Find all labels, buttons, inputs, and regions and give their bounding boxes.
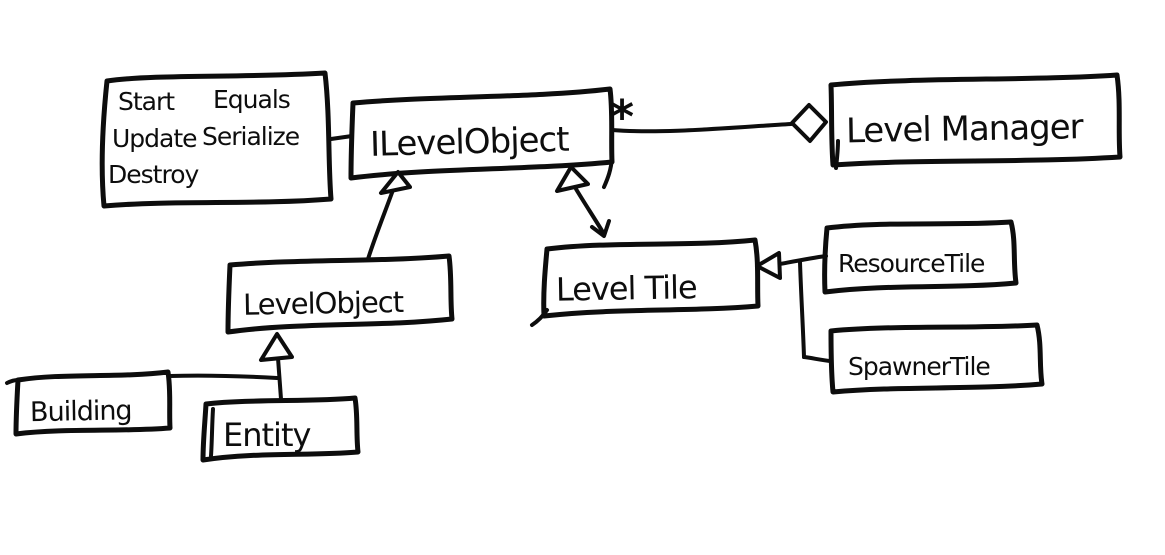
method-label-equals: Equals xyxy=(213,85,290,114)
building-box xyxy=(13,369,173,437)
method-label-serialize: Serialize xyxy=(202,122,300,151)
resourcetile-label: ResourceTile xyxy=(838,249,985,278)
levelmanager-box xyxy=(828,72,1123,168)
leveltile-box xyxy=(541,237,761,319)
aggregation-multiplicity-label: * xyxy=(610,90,634,144)
sketch-stroke-entity-corner xyxy=(209,407,215,458)
inheritance-triangle-entity-icon xyxy=(259,332,294,362)
sketch-stroke-leveltile-corner xyxy=(530,308,549,327)
aggregation-diamond-icon xyxy=(790,103,828,143)
building-label: Building xyxy=(30,395,132,428)
levelobject-inheritance-line xyxy=(366,188,395,261)
sketch-stroke-levelmanager-corner xyxy=(834,139,840,170)
entity-label: Entity xyxy=(223,416,310,454)
method-label-destroy: Destroy xyxy=(108,160,199,189)
entity-inheritance-line xyxy=(276,356,283,401)
resourcetile-box xyxy=(822,219,1019,295)
methods-box xyxy=(99,70,334,209)
inheritance-triangle-tiles-icon xyxy=(755,251,782,280)
ilevelobject-label: ILevelObject xyxy=(370,120,570,165)
leveltile-inheritance-line xyxy=(574,187,606,236)
building-inheritance-line xyxy=(168,373,279,380)
resourcetile-inheritance-line xyxy=(778,254,828,266)
method-label-update: Update xyxy=(112,124,197,153)
spawnertile-inheritance-line xyxy=(802,355,832,363)
inheritance-triangle-leveltile-icon xyxy=(555,165,590,193)
leveltile-label: Level Tile xyxy=(556,268,697,308)
spawnertile-box xyxy=(828,322,1045,395)
leveltile-arrowhead-icon xyxy=(590,219,611,238)
inheritance-triangle-levelobject-icon xyxy=(379,170,412,195)
levelmanager-label: Level Manager xyxy=(846,107,1084,151)
levelobject-label: LevelObject xyxy=(243,285,404,322)
spawnertile-branch-line xyxy=(798,260,806,359)
spawnertile-label: SpawnerTile xyxy=(848,352,990,381)
methods-to-interface-line xyxy=(329,134,354,141)
aggregation-line xyxy=(610,122,793,134)
sketch-stroke-ilevelobject-corner xyxy=(602,156,614,189)
method-label-start: Start xyxy=(118,87,175,116)
entity-box xyxy=(200,395,361,463)
sketch-stroke-building-corner xyxy=(5,378,20,385)
levelobject-box xyxy=(225,253,455,335)
